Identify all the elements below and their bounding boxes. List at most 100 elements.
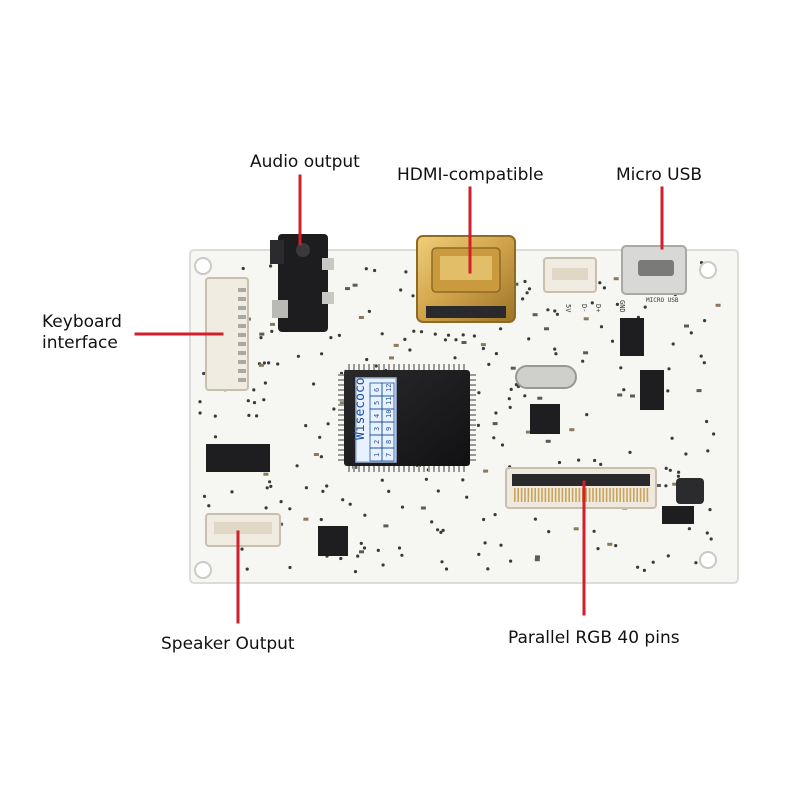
via-dot: [547, 530, 551, 534]
via-dot: [207, 504, 211, 508]
smd-component: [655, 484, 661, 487]
via-dot: [268, 480, 272, 484]
via-dot: [359, 541, 363, 546]
via-dot: [577, 458, 581, 462]
connector-pin: [238, 360, 246, 364]
chip-leg: [443, 466, 445, 472]
chip-leg: [338, 459, 344, 461]
fpc-pin: [568, 488, 570, 502]
via-dot: [599, 325, 604, 329]
fpc-pin: [561, 488, 564, 502]
crystal-oscillator: [515, 365, 577, 389]
via-dot: [689, 331, 693, 335]
via-dot: [453, 356, 457, 360]
chip-leg: [338, 414, 344, 416]
via-dot: [705, 531, 709, 535]
via-dot: [362, 546, 367, 550]
chip-leg: [470, 394, 476, 396]
chip-leg: [393, 466, 395, 472]
via-dot: [666, 554, 670, 558]
via-dot: [553, 347, 557, 351]
via-dot: [436, 489, 440, 493]
chip-leg: [458, 466, 460, 472]
sticker-digit: 4: [373, 414, 381, 418]
chip-leg: [338, 374, 344, 376]
via-dot: [202, 371, 206, 376]
via-dot: [523, 279, 527, 284]
via-dot: [472, 334, 476, 338]
mount-hole: [699, 261, 717, 279]
via-dot: [230, 490, 234, 494]
via-dot: [508, 405, 512, 409]
connector-pin: [238, 351, 246, 355]
via-dot: [411, 294, 415, 298]
via-dot: [412, 329, 416, 333]
fpc-pin: [643, 488, 645, 502]
chip-leg: [470, 414, 476, 416]
keyboard-connector: [205, 277, 249, 391]
via-dot: [555, 312, 560, 316]
chip-leg: [338, 424, 344, 426]
via-dot: [486, 567, 490, 571]
fpc-pin: [636, 488, 638, 502]
via-dot: [332, 407, 336, 411]
chip-leg: [338, 444, 344, 446]
via-dot: [598, 281, 602, 285]
via-dot: [687, 527, 692, 531]
chip-leg: [463, 466, 465, 472]
via-dot: [706, 449, 710, 453]
via-dot: [288, 507, 292, 511]
smd-component: [583, 317, 589, 321]
via-dot: [276, 362, 280, 366]
via-dot: [499, 327, 503, 331]
smd-component: [383, 524, 389, 528]
fpc-pin: [524, 488, 526, 502]
chip-leg: [398, 364, 400, 370]
chip-leg: [338, 379, 344, 381]
sticker-digit: 12: [385, 384, 393, 392]
via-dot: [694, 561, 698, 565]
via-dot: [436, 528, 440, 532]
via-dot: [671, 342, 675, 346]
chip-leg: [338, 394, 344, 396]
chip-leg: [470, 424, 476, 426]
label-micro-usb: Micro USB: [616, 165, 703, 185]
smd-component: [510, 366, 516, 370]
smd-component: [672, 482, 678, 486]
via-dot: [610, 339, 615, 343]
chip-leg: [338, 449, 344, 451]
via-dot: [642, 568, 647, 573]
chip-leg: [338, 439, 344, 441]
chip-leg: [383, 466, 385, 472]
via-dot: [325, 484, 329, 488]
via-dot: [365, 357, 369, 362]
via-dot: [615, 302, 620, 306]
chip-leg: [470, 419, 476, 421]
chip-leg: [438, 466, 440, 472]
chip-leg: [338, 389, 344, 391]
via-dot: [400, 505, 405, 509]
ic-right: [640, 370, 664, 410]
chip-leg: [428, 364, 430, 370]
via-dot: [241, 266, 245, 271]
smd-component: [258, 363, 264, 367]
chip-leg: [418, 466, 420, 472]
fpc-pin: [585, 488, 587, 502]
via-dot: [270, 329, 274, 333]
connector-pin: [238, 297, 246, 301]
via-dot: [499, 543, 503, 547]
ic-regulator: [620, 318, 644, 356]
chip-leg: [363, 466, 365, 472]
via-dot: [213, 435, 218, 439]
chip-leg: [338, 454, 344, 456]
smd-component: [544, 327, 549, 331]
fpc-pin: [599, 488, 601, 502]
chip-leg: [338, 434, 344, 436]
via-dot: [240, 547, 244, 551]
chip-leg: [338, 429, 344, 431]
via-dot: [593, 458, 597, 463]
chip-leg: [470, 434, 476, 436]
smd-component: [483, 469, 489, 473]
chip-leg: [383, 364, 385, 370]
via-dot: [441, 528, 445, 533]
